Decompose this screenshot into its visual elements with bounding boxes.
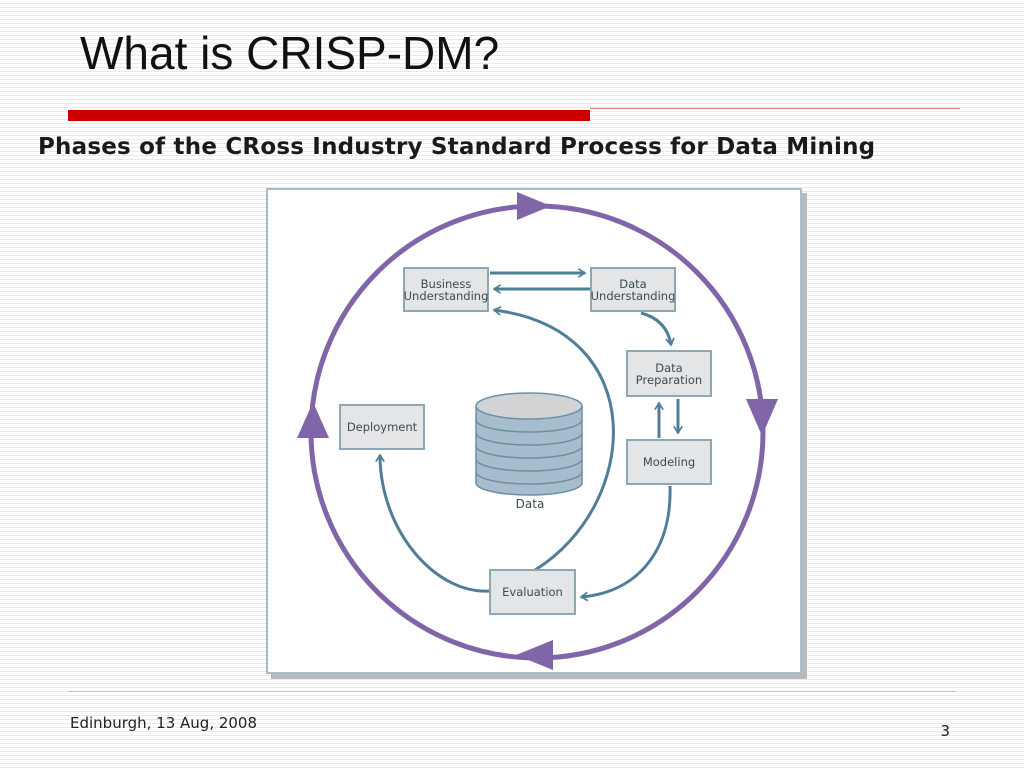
cycle-arrow-top bbox=[517, 192, 551, 220]
phase-deployment: Deployment bbox=[339, 404, 425, 450]
cycle-arrow-right bbox=[746, 399, 778, 436]
slide-title: What is CRISP-DM? bbox=[80, 27, 500, 79]
slide-subtitle: Phases of the CRoss Industry Standard Pr… bbox=[38, 134, 876, 160]
arrow-understanding-to-preparation bbox=[640, 311, 675, 347]
footer-location-date: Edinburgh, 13 Aug, 2008 bbox=[70, 714, 258, 732]
title-accent-line bbox=[590, 108, 960, 109]
cycle-arrow-left bbox=[297, 402, 329, 438]
arrow-evaluation-to-business bbox=[492, 305, 615, 572]
database-icon bbox=[475, 392, 583, 496]
arrow-evaluation-to-deployment bbox=[375, 453, 490, 593]
phase-modeling: Modeling bbox=[626, 439, 712, 485]
data-store-label: Data bbox=[515, 497, 545, 511]
title-accent-bar bbox=[68, 110, 590, 121]
cycle-arrow-bottom bbox=[516, 640, 553, 670]
phase-evaluation: Evaluation bbox=[489, 569, 576, 615]
arrow-modeling-to-evaluation bbox=[579, 485, 672, 602]
page-number: 3 bbox=[940, 722, 950, 740]
footer-divider bbox=[68, 691, 956, 692]
